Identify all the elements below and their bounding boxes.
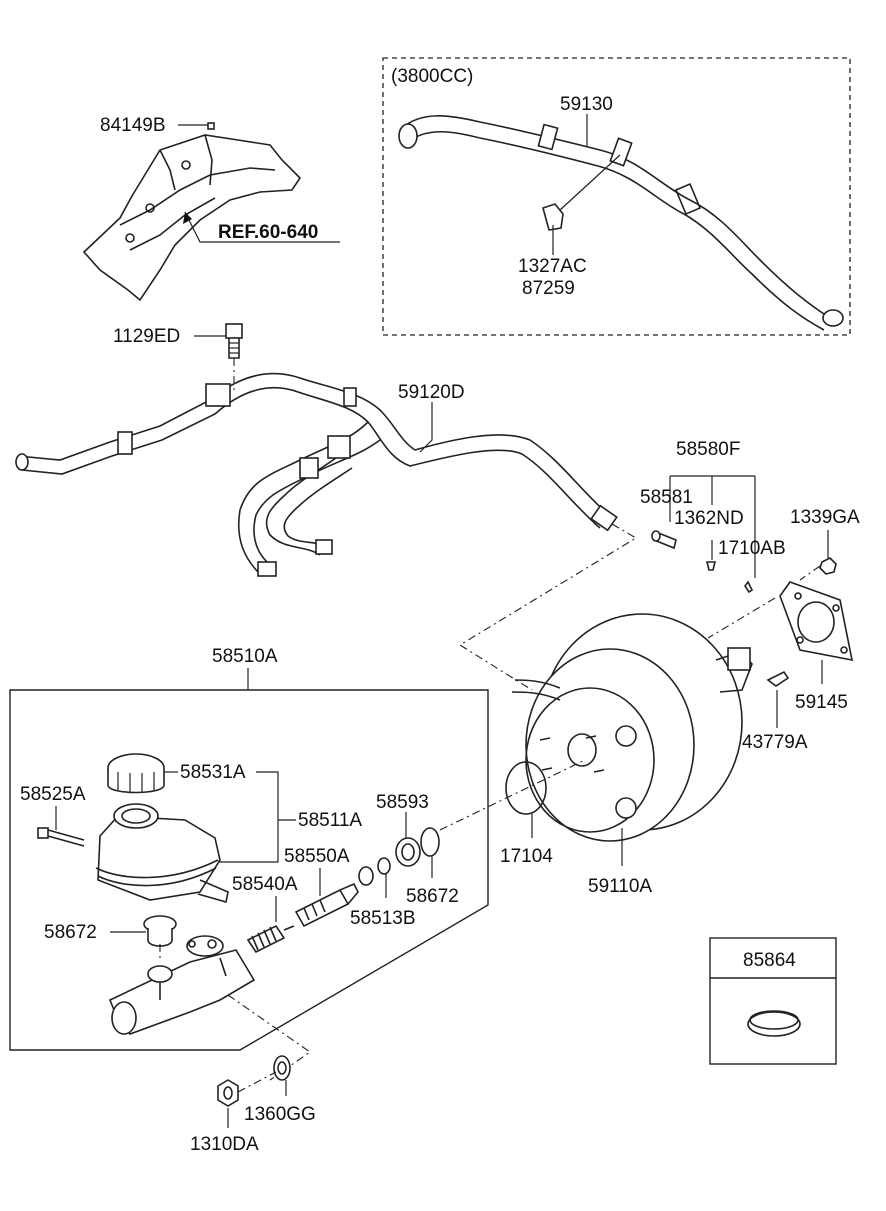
bolt-1129ED: [225, 323, 243, 359]
variant-label: (3800CC): [391, 66, 473, 87]
clip-1362ND: [705, 561, 717, 571]
spring-58540A: [246, 924, 295, 954]
seal-58593: [395, 837, 421, 867]
nut-1310DA: [217, 1079, 239, 1107]
label-1362ND: 1362ND: [674, 508, 744, 529]
label-58593: 58593: [376, 792, 429, 813]
pin-1710AB: [744, 580, 754, 594]
grommet-58672-left: [143, 915, 177, 947]
label-58550A: 58550A: [284, 846, 350, 867]
piston-58550A: [294, 882, 359, 928]
label-1710AB: 1710AB: [718, 538, 786, 559]
label-1310DA: 1310DA: [190, 1134, 259, 1155]
clevis-pin-58581: [651, 530, 677, 550]
label-58511A: 58511A: [298, 810, 362, 831]
vacuum-hose-59130: [398, 115, 844, 331]
master-cylinder-box: [9, 689, 489, 1051]
label-87259: 87259: [522, 278, 575, 299]
label-58672-left: 58672: [44, 922, 97, 943]
label-58672-right: 58672: [406, 886, 459, 907]
label-59120D: 59120D: [398, 382, 465, 403]
plug-85864: [747, 1010, 801, 1037]
label-1129ED: 1129ED: [113, 326, 180, 347]
label-58531A: 58531A: [180, 762, 246, 783]
washer-1360GG: [273, 1055, 291, 1081]
o-ring-58672-right: [420, 827, 440, 857]
label-58525A: 58525A: [20, 784, 86, 805]
label-84149B: 84149B: [100, 115, 166, 136]
nut-1339GA: [819, 557, 837, 575]
vacuum-hose-59120D: [15, 372, 618, 577]
label-58513B: 58513B: [350, 908, 416, 929]
label-58510A: 58510A: [212, 646, 278, 667]
master-cylinder-body: [108, 935, 256, 1035]
label-59130: 59130: [560, 94, 613, 115]
bracket-84149B: [82, 122, 302, 302]
reservoir-58511A: [95, 803, 229, 904]
label-1360GG: 1360GG: [244, 1104, 316, 1125]
inset-box-85864: [709, 937, 837, 1065]
washer-58513B: [358, 866, 374, 886]
label-58580F: 58580F: [676, 439, 740, 460]
label-43779A: 43779A: [742, 732, 808, 753]
pin-58525A: [37, 827, 85, 847]
brake-booster-59110A: [511, 613, 753, 842]
label-17104: 17104: [500, 846, 553, 867]
variant-3800cc-box: [382, 57, 851, 336]
reference-label: REF.60-640: [218, 222, 318, 243]
reservoir-cap-58531A: [107, 753, 165, 794]
label-58581: 58581: [640, 487, 693, 508]
o-ring-17104: [505, 761, 547, 815]
label-58540A: 58540A: [232, 874, 298, 895]
label-59145: 59145: [795, 692, 848, 713]
label-1327AC: 1327AC: [518, 256, 587, 277]
gasket-59145: [779, 581, 854, 662]
label-1339GA: 1339GA: [790, 507, 860, 528]
inset-title: 85864: [743, 950, 796, 971]
clip-43779A: [766, 670, 790, 687]
label-59110A: 59110A: [588, 876, 652, 897]
